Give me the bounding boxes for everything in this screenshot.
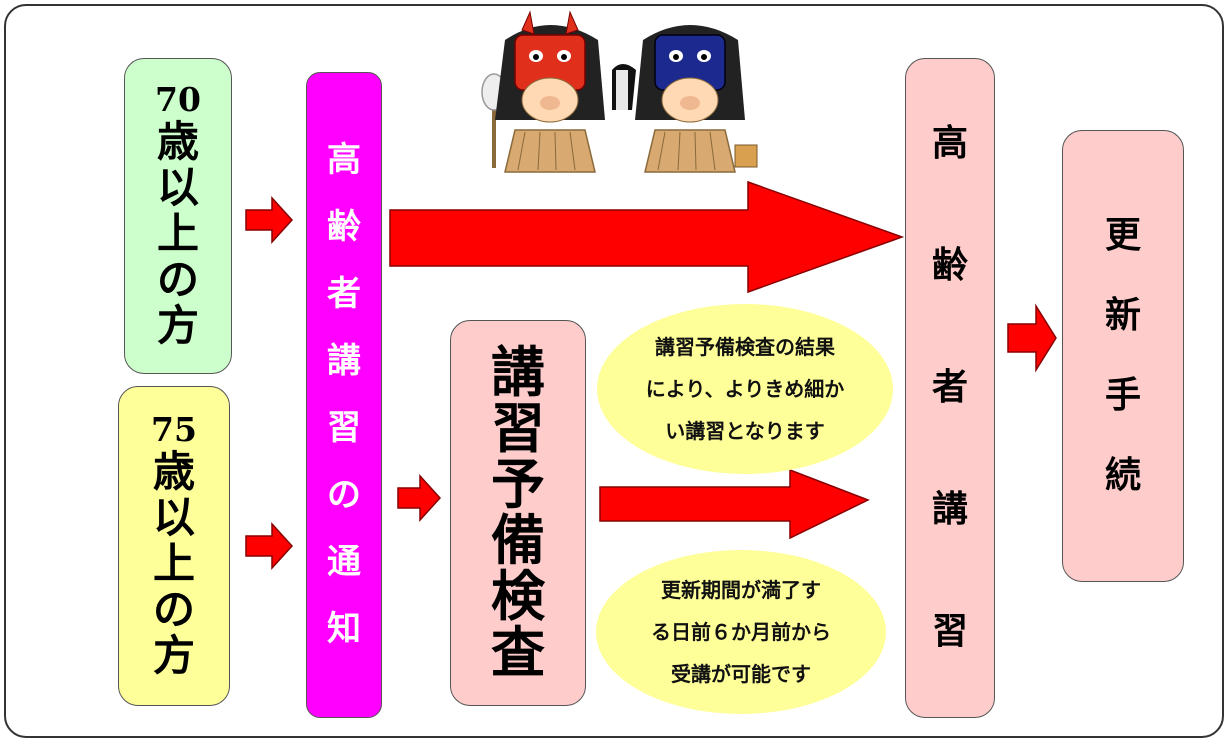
arrow-notice-to-precheck [397,474,442,522]
renewal-label: 更 新 手 続 [1104,215,1141,496]
age-70-number: 70 [155,80,201,120]
arrow-course-to-renewal [1007,303,1057,373]
course-label: 高 齢 者 講 習 [931,123,968,652]
arrow-precheck-to-course [599,468,870,540]
renewal-period-note: 更新期間が満了す る日前６か月前から 受講が可能です [596,550,886,714]
age-70-box: 70 歳 以 上 の 方 [124,58,232,374]
age-75-box: 75 歳 以 上 の 方 [118,386,230,706]
renewal-box: 更 新 手 続 [1062,130,1184,582]
arrow-70-to-notice [245,196,294,244]
arrow-notice-to-course [389,180,905,294]
course-box: 高 齢 者 講 習 [905,58,995,718]
age-75-number: 75 [151,410,197,450]
precheck-box: 講 習 予 備 検 査 [450,320,586,706]
age-70-label: 70 歳 以 上 の 方 [155,80,201,351]
precheck-label: 講 習 予 備 検 査 [491,341,545,684]
age-75-label: 75 歳 以 上 の 方 [151,410,197,681]
notice-label: 高 齢 者 講 習 の 通 知 [327,140,361,649]
notice-box: 高 齢 者 講 習 の 通 知 [306,72,382,718]
precheck-result-note: 講習予備検査の結果 により、よりきめ細か い講習となります [597,304,893,474]
arrow-75-to-notice [245,522,294,570]
